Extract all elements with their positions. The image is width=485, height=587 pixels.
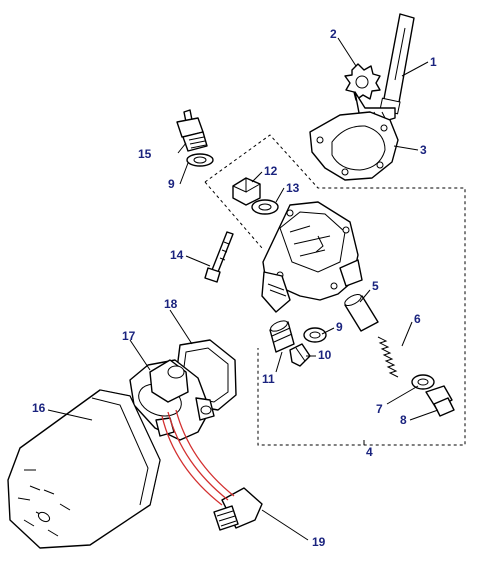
callout-6: 6 bbox=[414, 312, 421, 326]
callout-16: 16 bbox=[32, 401, 46, 415]
part-14-bolt bbox=[204, 231, 234, 283]
callout-2: 2 bbox=[330, 27, 337, 41]
part-10-union bbox=[289, 343, 311, 367]
callout-13: 13 bbox=[286, 181, 300, 195]
oil-pipe bbox=[161, 409, 235, 506]
part-9-washer-lower bbox=[303, 327, 327, 343]
callout-labels: 1 2 3 15 9 12 13 14 18 17 16 5 6 7 8 9 1… bbox=[32, 27, 437, 549]
part-7-washer bbox=[411, 374, 435, 390]
part-8-plug bbox=[425, 385, 455, 417]
part-17-filter-adaptor bbox=[129, 359, 215, 441]
callout-4: 4 bbox=[366, 445, 373, 459]
part-12-plug bbox=[232, 177, 261, 206]
callout-5: 5 bbox=[372, 279, 379, 293]
callout-7: 7 bbox=[376, 402, 383, 416]
part-11-sleeve bbox=[269, 320, 295, 353]
oil-pump-housing bbox=[261, 201, 363, 313]
part-9-washer-upper bbox=[186, 153, 214, 167]
callout-9-lower: 9 bbox=[336, 320, 343, 334]
leader-lines bbox=[47, 37, 439, 541]
part-13-washer bbox=[251, 199, 279, 215]
part-16-oil-filter bbox=[7, 389, 161, 549]
assembly-boundary-4 bbox=[204, 134, 466, 446]
callout-11: 11 bbox=[262, 372, 275, 386]
callout-19: 19 bbox=[312, 535, 326, 549]
callout-12: 12 bbox=[264, 164, 278, 178]
part-15-pressure-switch bbox=[176, 109, 208, 152]
callout-8: 8 bbox=[400, 413, 407, 427]
part-1-drive-shaft bbox=[379, 13, 415, 115]
callout-3: 3 bbox=[420, 143, 427, 157]
part-19-pipe-adaptor bbox=[213, 487, 263, 531]
callout-9-upper: 9 bbox=[168, 177, 175, 191]
part-3-gasket bbox=[309, 111, 399, 181]
callout-15: 15 bbox=[138, 147, 152, 161]
callout-18: 18 bbox=[164, 297, 178, 311]
callout-10: 10 bbox=[318, 348, 332, 362]
callout-1: 1 bbox=[430, 55, 437, 69]
part-6-spring bbox=[377, 336, 399, 378]
callout-17: 17 bbox=[122, 329, 136, 343]
part-5-plunger bbox=[344, 293, 379, 332]
callout-14: 14 bbox=[170, 248, 184, 262]
